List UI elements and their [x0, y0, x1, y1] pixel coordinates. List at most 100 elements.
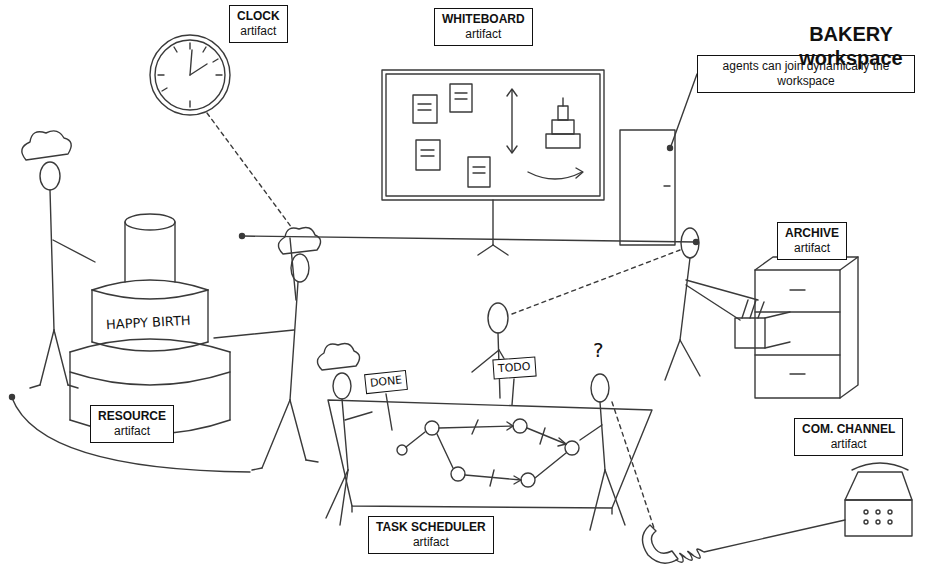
agent-figure — [590, 470, 605, 530]
node-text: artifact — [98, 424, 166, 439]
task-table-drawing — [540, 428, 545, 444]
whiteboard-drawing — [421, 149, 434, 150]
agent-figure — [50, 190, 54, 330]
leader-line — [668, 146, 673, 151]
archive-cabinet-drawing — [755, 311, 840, 312]
cake-drawing — [91, 290, 92, 342]
clock-drawing — [190, 50, 192, 75]
agent-figure — [306, 460, 318, 462]
whiteboard-drawing — [492, 200, 493, 245]
node-text: artifact — [376, 535, 486, 550]
whiteboard-drawing — [473, 172, 485, 173]
agent-figure — [333, 373, 351, 399]
task-table-drawing — [451, 467, 465, 481]
artifact-label: TASK SCHEDULERartifact — [368, 516, 494, 554]
clock-drawing — [162, 88, 167, 91]
cake-drawing — [174, 222, 175, 282]
task-table-drawing — [406, 432, 425, 447]
task-table-drawing — [565, 441, 579, 455]
telephone-drawing — [864, 520, 868, 524]
artifact-name: ARCHIVE — [785, 226, 839, 241]
archive-cabinet-drawing — [765, 312, 790, 318]
agent-figure — [30, 385, 40, 388]
node-text: artifact — [802, 437, 895, 452]
telephone-drawing — [642, 525, 678, 563]
archive-cabinet-drawing — [790, 289, 805, 290]
telephone-drawing — [864, 510, 868, 514]
sign-stick — [512, 379, 514, 405]
whiteboard-drawing — [416, 140, 440, 170]
agent-figure — [54, 330, 68, 385]
agent-figure — [22, 131, 758, 530]
whiteboard-drawing — [552, 120, 574, 134]
whiteboard-drawing — [413, 95, 437, 123]
task-table-drawing — [328, 400, 652, 508]
archive-cabinet-drawing — [765, 342, 790, 348]
archive-cabinet-drawing — [758, 302, 764, 318]
sign-stick — [386, 394, 392, 430]
cake-drawing — [70, 372, 230, 385]
artifact-name: WHITEBOARD — [442, 12, 525, 27]
agent-figure — [278, 227, 320, 254]
leader-line — [10, 395, 15, 400]
cake-drawing — [70, 214, 230, 434]
archive-cabinet-drawing — [735, 318, 765, 348]
diagram-title: BAKERY workspace — [790, 22, 912, 70]
clock-drawing — [203, 47, 206, 52]
archive-cabinet-drawing — [750, 300, 756, 318]
agent-figure — [600, 402, 605, 470]
cake-drawing — [124, 222, 125, 282]
clock-drawing — [189, 101, 190, 107]
artifact-label: WHITEBOARDartifact — [434, 8, 533, 46]
task-table-drawing — [328, 400, 652, 514]
cake-drawing — [229, 352, 230, 420]
whiteboard-drawing — [386, 74, 600, 196]
node-text: artifact — [442, 27, 525, 42]
agent-figure — [605, 470, 625, 525]
whiteboard-drawing — [558, 106, 568, 120]
node-text: artifact — [785, 241, 839, 256]
leader-line — [242, 236, 696, 242]
door-drawing — [620, 130, 675, 245]
leader-line — [207, 113, 292, 228]
telephone-drawing — [676, 520, 845, 562]
whiteboard-drawing — [418, 109, 431, 110]
artifact-name: CLOCK — [237, 9, 280, 24]
archive-cabinet-drawing — [735, 257, 858, 398]
agent-figure — [262, 400, 290, 468]
task-table-drawing — [521, 473, 535, 487]
leader-line — [240, 234, 245, 239]
clock-drawing — [213, 59, 218, 62]
archive-cabinet-drawing — [755, 270, 840, 398]
cake-drawing — [207, 290, 208, 342]
whiteboard-drawing — [382, 70, 604, 255]
whiteboard-drawing — [455, 92, 467, 93]
agent-figure — [22, 131, 71, 160]
artifact-label: RESOURCEartifact — [90, 405, 174, 443]
whiteboard-drawing — [511, 90, 512, 152]
artifact-label: CLOCKartifact — [229, 5, 288, 43]
node-text: DONE — [369, 373, 403, 390]
agent-figure — [686, 285, 740, 320]
whiteboard-drawing — [418, 103, 431, 104]
whiteboard-drawing — [576, 168, 583, 178]
clock-drawing — [155, 40, 225, 110]
task-table-drawing — [351, 506, 352, 512]
whiteboard-drawing — [455, 98, 467, 99]
task-table-drawing — [513, 419, 527, 433]
node-text: artifact — [237, 24, 280, 39]
whiteboard-drawing — [493, 245, 508, 255]
task-table-drawing — [514, 476, 521, 484]
task-table-drawing — [490, 470, 494, 486]
agent-figure — [317, 343, 359, 370]
task-table-drawing — [397, 445, 407, 455]
task-table-drawing — [535, 453, 566, 478]
whiteboard-drawing — [473, 166, 485, 167]
agent-figure — [665, 340, 680, 380]
agent-figure — [290, 400, 306, 460]
whiteboard-drawing — [478, 245, 493, 255]
agent-figure — [342, 399, 348, 470]
whiteboard-drawing — [468, 157, 490, 187]
agent-figure — [252, 468, 262, 470]
clock-drawing — [190, 64, 207, 75]
